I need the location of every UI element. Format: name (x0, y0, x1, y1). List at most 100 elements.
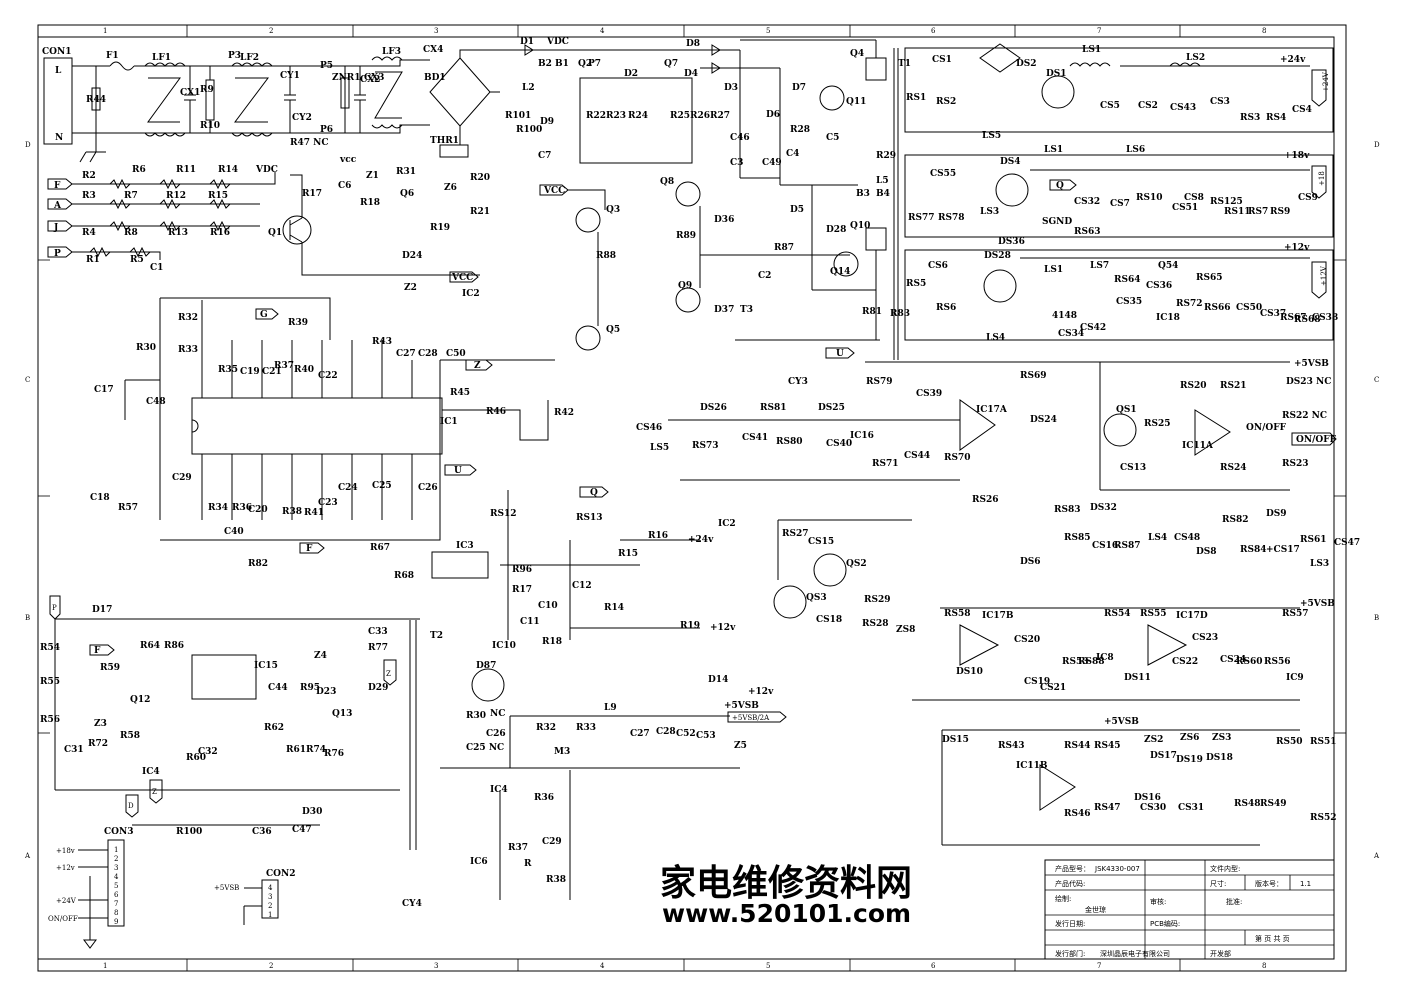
svg-text:CS31: CS31 (1178, 803, 1204, 813)
svg-text:RS44: RS44 (1064, 741, 1091, 751)
svg-text:DS24: DS24 (1030, 415, 1057, 425)
svg-text:R: R (524, 859, 532, 869)
svg-text:R16: R16 (648, 531, 668, 541)
svg-text:P7: P7 (588, 59, 601, 69)
svg-text:Z2: Z2 (404, 283, 417, 293)
svg-text:CS13: CS13 (1120, 463, 1146, 473)
svg-text:C19: C19 (240, 367, 260, 377)
out-24v-label: +24v (1280, 55, 1306, 65)
net-flag-vcc (449, 271, 479, 283)
svg-text:R4: R4 (82, 228, 96, 238)
svg-text:LF1: LF1 (152, 53, 171, 63)
con3-signal-18v: +18v (56, 847, 75, 855)
svg-text:R13: R13 (168, 228, 188, 238)
svg-text:Q13: Q13 (332, 709, 352, 719)
svg-text:R95: R95 (300, 683, 320, 693)
svg-text:R42: R42 (554, 408, 574, 418)
svg-text:RS87: RS87 (1114, 541, 1141, 551)
svg-text:R88: R88 (596, 251, 616, 261)
svg-text:CS50: CS50 (1236, 303, 1262, 313)
svg-text:Q6: Q6 (400, 189, 414, 199)
svg-text:R32: R32 (178, 313, 198, 323)
svg-text:RS28: RS28 (862, 619, 889, 629)
out-5vsb-2a-label: +5VSB/2A (732, 714, 770, 722)
svg-text:RS27: RS27 (782, 529, 809, 539)
svg-text:DS28: DS28 (984, 251, 1011, 261)
out-5vsb-label-3: +5VSB (1104, 717, 1139, 727)
net-vcc-small: vcc (339, 155, 357, 165)
col-label-bottom: 7 (1097, 962, 1101, 970)
svg-text:IC17A: IC17A (976, 405, 1008, 415)
svg-text:RS67: RS67 (1280, 313, 1307, 323)
net-f-label-2: F (94, 646, 101, 656)
svg-text:IC10: IC10 (492, 641, 516, 651)
svg-text:R33: R33 (576, 723, 596, 733)
svg-text:CS22: CS22 (1172, 657, 1198, 667)
svg-text:R33: R33 (178, 345, 198, 355)
net-u-label-3: Z (386, 670, 391, 678)
svg-text:Z1: Z1 (366, 171, 379, 181)
svg-text:C31: C31 (64, 745, 84, 755)
net-a-label-2: Q (590, 488, 598, 498)
net-flag-p (47, 246, 73, 258)
con3-pin: 2 (114, 855, 118, 863)
svg-text:DS32: DS32 (1090, 503, 1117, 513)
svg-text:RS82: RS82 (1222, 515, 1249, 525)
svg-text:IC11A: IC11A (1182, 441, 1214, 451)
col-label-top: 5 (766, 27, 770, 35)
svg-text:RS71: RS71 (872, 459, 899, 469)
col-label-bottom: 6 (931, 962, 936, 970)
svg-text:D8: D8 (686, 39, 700, 49)
svg-text:R87: R87 (774, 243, 794, 253)
svg-text:D7: D7 (792, 83, 806, 93)
onoff-flag-label: ON/OFF (1296, 435, 1337, 445)
con1-pin-n: N (55, 133, 63, 143)
svg-text:R21: R21 (470, 207, 490, 217)
version-label: 版本号： (1255, 879, 1283, 888)
svg-text:LS5: LS5 (650, 443, 669, 453)
svg-text:IC18: IC18 (1156, 313, 1180, 323)
svg-text:CS42: CS42 (1080, 323, 1106, 333)
svg-text:RS66: RS66 (1204, 303, 1231, 313)
svg-text:CS4: CS4 (1292, 105, 1312, 115)
con2-pin: 4 (268, 884, 273, 892)
con3-pin: 8 (114, 909, 118, 917)
svg-text:T2: T2 (430, 631, 443, 641)
net-flag-d-ic1 (444, 464, 477, 476)
svg-text:DS11: DS11 (1124, 673, 1151, 683)
con2-connector (261, 879, 279, 919)
net-d-label-2: U (836, 349, 844, 359)
net-flag-a-2 (579, 486, 609, 498)
column-markers: 1 2 3 4 5 6 7 8 1 2 3 4 5 6 7 8 (103, 25, 1266, 971)
con3-pin: 9 (114, 918, 118, 926)
svg-text:DS19: DS19 (1176, 755, 1203, 765)
col-label-bottom: 2 (269, 962, 273, 970)
svg-text:R12: R12 (166, 191, 186, 201)
svg-text:C47: C47 (292, 825, 312, 835)
svg-text:R100: R100 (516, 125, 542, 135)
svg-text:RS12: RS12 (490, 509, 517, 519)
svg-text:R24: R24 (628, 111, 648, 121)
svg-text:D14: D14 (708, 675, 728, 685)
svg-text:R22: R22 (586, 111, 606, 121)
svg-text:R23: R23 (606, 111, 626, 121)
out-24v-tag (1311, 69, 1327, 107)
svg-text:IC2: IC2 (462, 289, 480, 299)
svg-text:R68: R68 (394, 571, 414, 581)
svg-text:R36: R36 (232, 503, 252, 513)
svg-text:RS80: RS80 (776, 437, 803, 447)
svg-text:QS2: QS2 (846, 559, 867, 569)
svg-text:CS5: CS5 (1100, 101, 1120, 111)
svg-text:D29: D29 (368, 683, 388, 693)
svg-text:NC: NC (490, 709, 505, 719)
svg-text:R38: R38 (546, 875, 566, 885)
svg-text:D36: D36 (714, 215, 734, 225)
svg-text:C6: C6 (338, 181, 351, 191)
out-18v-tag (1311, 165, 1327, 199)
net-g-label: J (53, 223, 58, 233)
svg-text:R14: R14 (604, 603, 624, 613)
svg-text:R45: R45 (450, 388, 470, 398)
svg-text:CS1: CS1 (932, 55, 952, 65)
